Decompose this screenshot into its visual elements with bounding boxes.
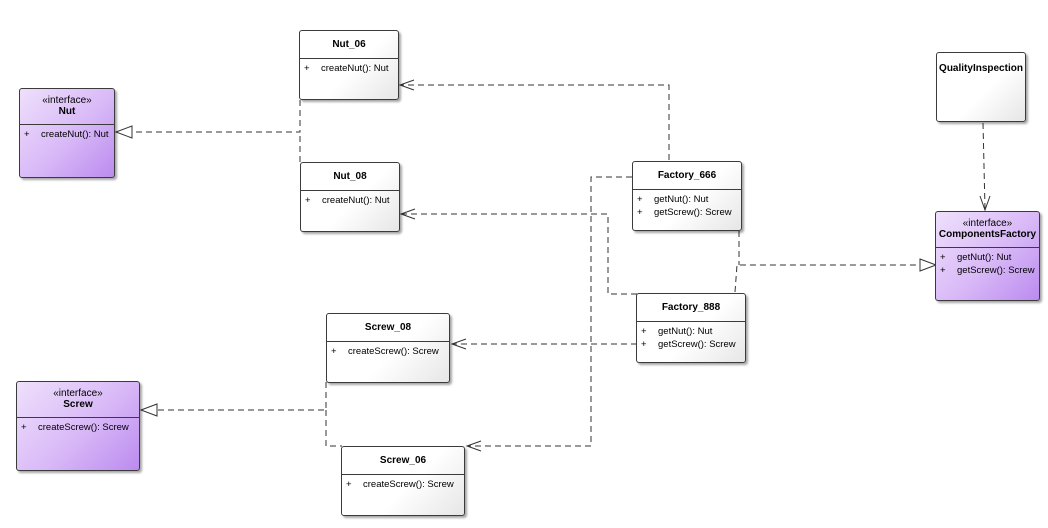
visibility-marker: + [21, 422, 27, 433]
class-header: «interface» Nut [20, 89, 114, 125]
class-factory-888[interactable]: Factory_888 + getNut(): Nut + getScrew()… [636, 293, 746, 363]
class-name: QualityInspection [939, 63, 1023, 74]
operation: + createScrew(): Screw [342, 478, 464, 491]
dependency-qualityinspection-componentsfactory [982, 122, 986, 210]
dependency-arrowhead-componentsfactory [979, 195, 991, 212]
operation-signature: createNut(): Nut [321, 63, 389, 74]
operation-signature: getNut(): Nut [658, 326, 713, 337]
class-header: Factory_666 [633, 162, 741, 190]
stereotype-label: «interface» [53, 388, 103, 399]
visibility-marker: + [940, 265, 946, 276]
visibility-marker: + [641, 339, 647, 350]
class-components-factory-interface[interactable]: «interface» ComponentsFactory + getNut()… [935, 211, 1040, 301]
operations-compartment: + createNut(): Nut [20, 125, 114, 141]
operation: + createNut(): Nut [300, 62, 398, 75]
class-header: Screw_08 [327, 314, 449, 342]
dependency-arrowhead-screw08 [450, 338, 467, 350]
visibility-marker: + [940, 252, 946, 263]
class-header: Nut_08 [301, 163, 399, 191]
class-name: Factory_888 [661, 301, 721, 313]
dependency-arrowhead-nut06 [398, 79, 415, 91]
realization-screw06-screw [325, 410, 342, 447]
operation: + createScrew(): Screw [327, 345, 449, 358]
class-nut-06[interactable]: Nut_06 + createNut(): Nut [299, 30, 399, 100]
class-header: Screw_06 [342, 447, 464, 475]
operations-compartment: + createScrew(): Screw [342, 475, 464, 491]
operation: + getScrew(): Screw [633, 206, 741, 219]
operation: + getNut(): Nut [633, 193, 741, 206]
operation: + createScrew(): Screw [17, 421, 139, 434]
operation: + getNut(): Nut [637, 325, 745, 338]
class-nut-interface[interactable]: «interface» Nut + createNut(): Nut [19, 88, 115, 178]
operation-signature: createNut(): Nut [41, 129, 109, 140]
class-quality-inspection[interactable]: QualityInspection [936, 52, 1026, 122]
operations-compartment: + createScrew(): Screw [327, 342, 449, 358]
dependency-factory666-nut06 [400, 84, 670, 160]
operations-compartment: + createNut(): Nut [300, 59, 398, 75]
visibility-marker: + [24, 129, 30, 140]
operations-compartment: + getNut(): Nut + getScrew(): Screw [637, 322, 745, 351]
class-header: QualityInspection [937, 53, 1025, 75]
operation-signature: getNut(): Nut [957, 252, 1012, 263]
operation: + createNut(): Nut [20, 128, 114, 141]
visibility-marker: + [331, 346, 337, 357]
operation-signature: createScrew(): Screw [348, 346, 439, 357]
class-screw-interface[interactable]: «interface» Screw + createScrew(): Screw [16, 381, 140, 471]
class-factory-666[interactable]: Factory_666 + getNut(): Nut + getScrew()… [632, 161, 742, 231]
operations-compartment: + createNut(): Nut [301, 191, 399, 207]
operations-compartment: + createScrew(): Screw [17, 418, 139, 434]
realization-arrowhead-nut [114, 125, 133, 139]
class-header: «interface» ComponentsFactory [936, 212, 1039, 248]
visibility-marker: + [305, 195, 311, 206]
class-screw-08[interactable]: Screw_08 + createScrew(): Screw [326, 313, 450, 383]
operation: + getScrew(): Screw [637, 338, 745, 351]
class-name: Nut [58, 106, 76, 117]
operation-signature: createNut(): Nut [322, 195, 390, 206]
realization-arrowhead-componentsfactory [919, 258, 938, 272]
operation-signature: createScrew(): Screw [363, 479, 454, 490]
class-name: Nut_06 [332, 38, 366, 50]
dependency-arrowhead-screw06 [465, 440, 482, 452]
visibility-marker: + [641, 326, 647, 337]
realization-factory888-componentsfactory [734, 264, 920, 293]
operation-signature: getScrew(): Screw [957, 265, 1035, 276]
operation-signature: getScrew(): Screw [658, 339, 736, 350]
class-name: Nut_08 [333, 170, 367, 182]
operations-compartment: + getNut(): Nut + getScrew(): Screw [633, 190, 741, 219]
class-nut-08[interactable]: Nut_08 + createNut(): Nut [300, 162, 400, 232]
operation-signature: createScrew(): Screw [38, 422, 129, 433]
class-name: Screw [63, 399, 93, 410]
visibility-marker: + [637, 207, 643, 218]
operation-signature: getNut(): Nut [654, 194, 709, 205]
operation: + getNut(): Nut [936, 251, 1039, 264]
class-name: ComponentsFactory [938, 229, 1037, 240]
dependency-factory666-screw06 [467, 176, 632, 447]
class-name: Factory_666 [657, 169, 717, 181]
class-name: Screw_08 [364, 321, 412, 333]
operation: + createNut(): Nut [301, 194, 399, 207]
realization-nut06-nut [132, 100, 301, 133]
dependency-factory888-nut08 [401, 213, 637, 295]
stereotype-label: «interface» [42, 95, 92, 106]
realization-arrowhead-screw [139, 403, 158, 417]
class-header: «interface» Screw [17, 382, 139, 418]
operation-signature: getScrew(): Screw [654, 207, 732, 218]
operation: + getScrew(): Screw [936, 264, 1039, 277]
class-screw-06[interactable]: Screw_06 + createScrew(): Screw [341, 446, 465, 516]
class-header: Factory_888 [637, 294, 745, 322]
class-header: Nut_06 [300, 31, 398, 59]
visibility-marker: + [637, 194, 643, 205]
operations-compartment: + getNut(): Nut + getScrew(): Screw [936, 248, 1039, 277]
visibility-marker: + [346, 479, 352, 490]
class-name: Screw_06 [379, 454, 427, 466]
visibility-marker: + [304, 63, 310, 74]
dependency-arrowhead-nut08 [399, 208, 416, 220]
realization-screw08-screw [157, 382, 327, 411]
stereotype-label: «interface» [962, 218, 1013, 229]
